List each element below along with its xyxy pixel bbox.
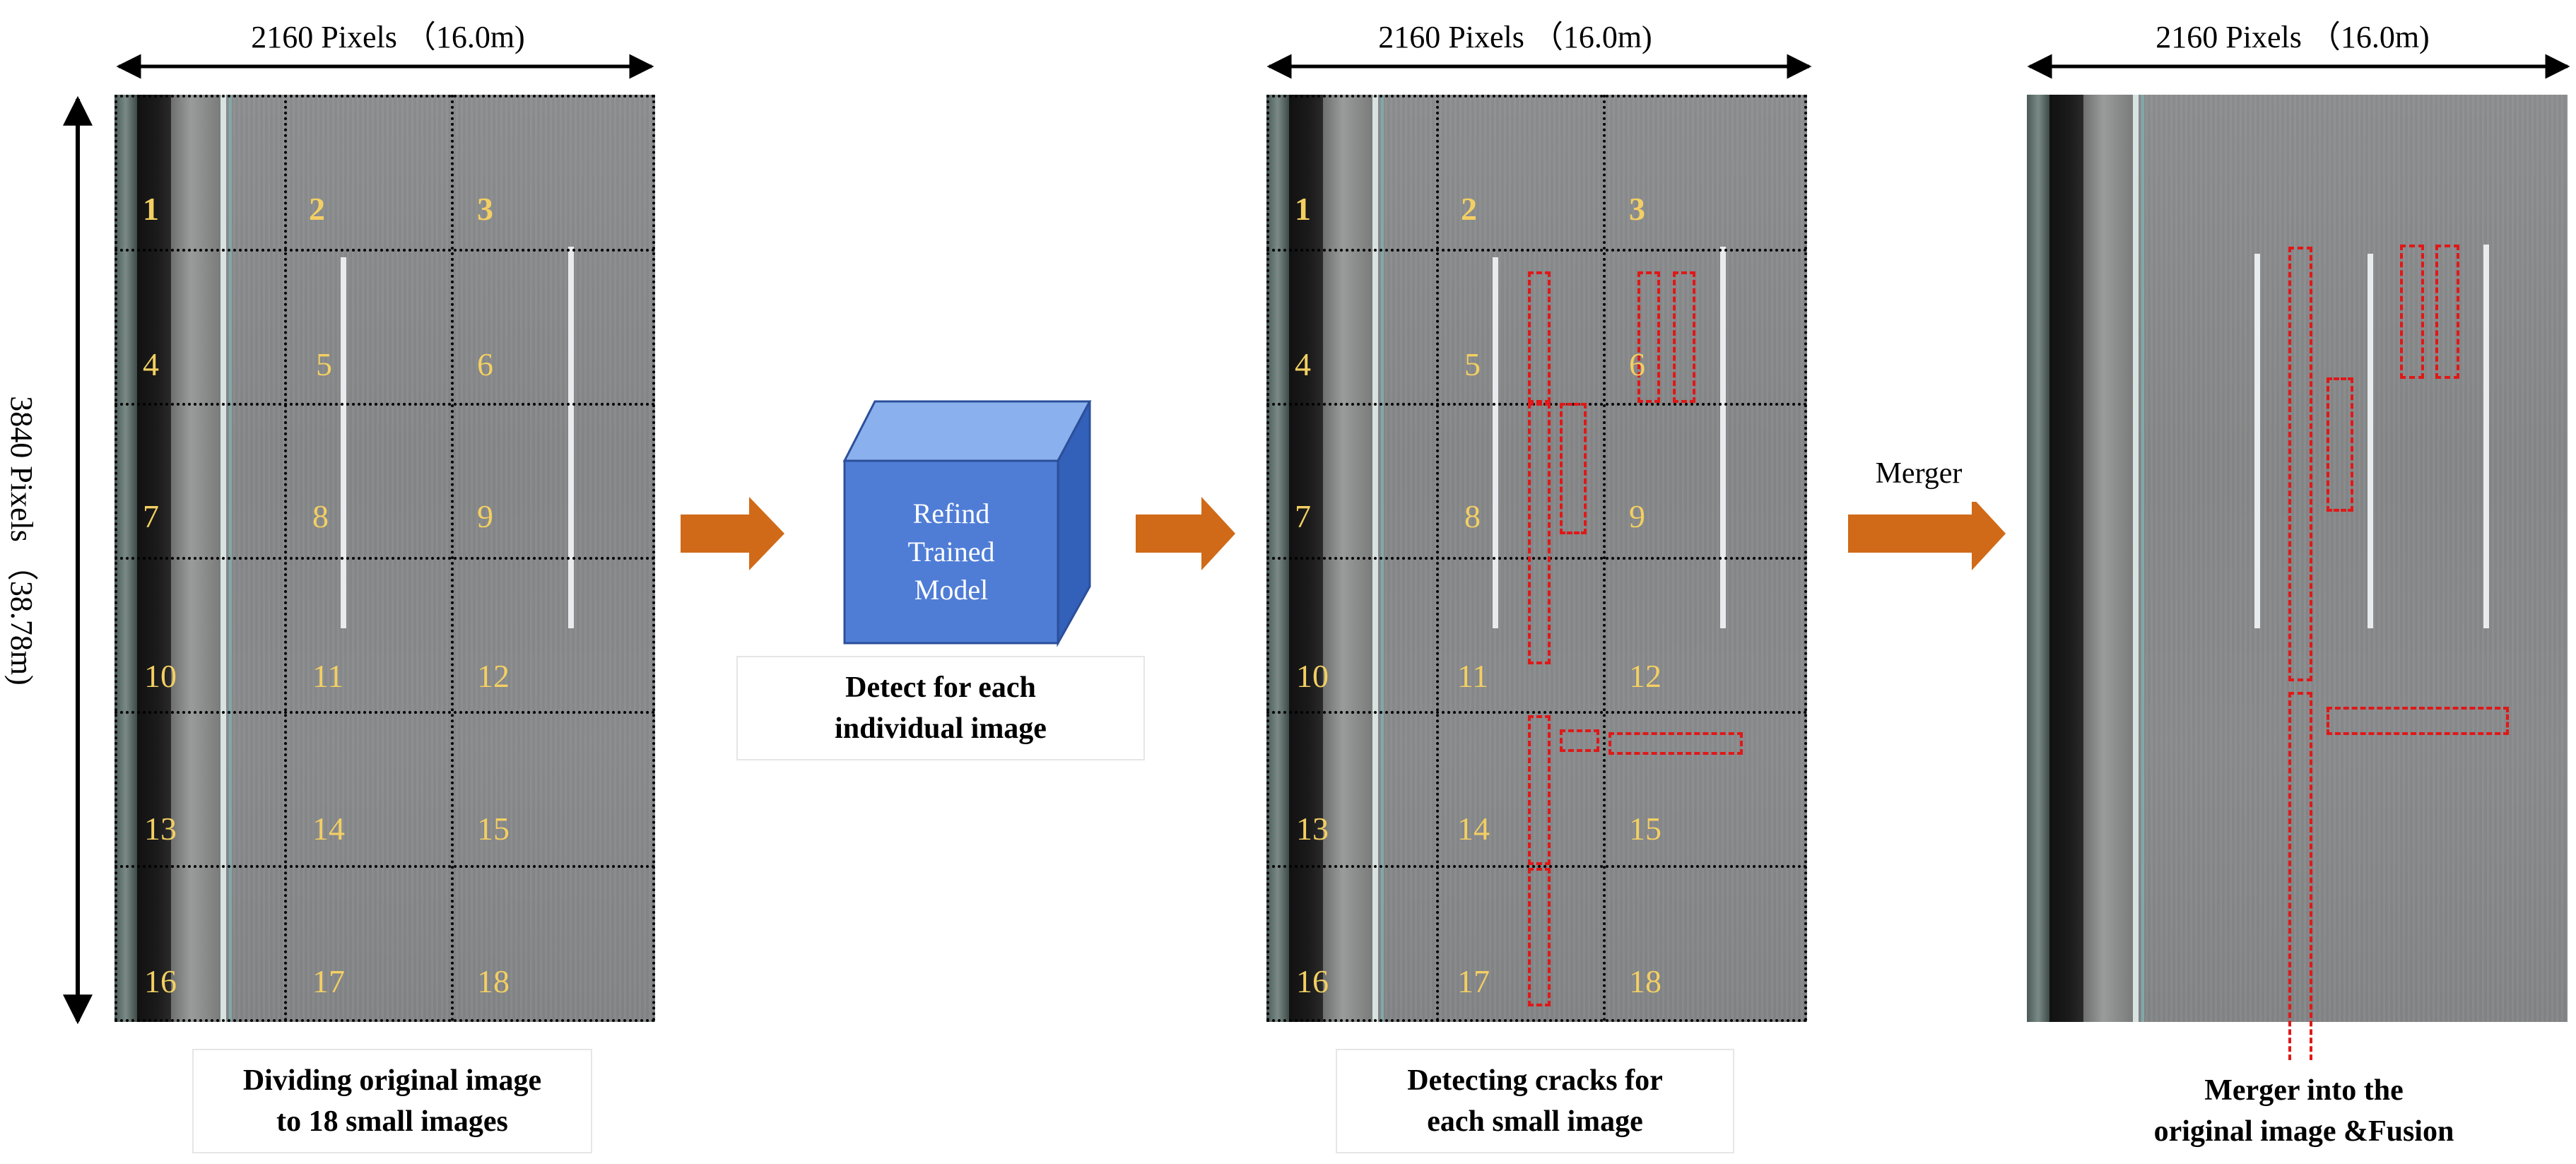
crack-box: [2288, 247, 2312, 681]
grid-number: 5: [316, 346, 332, 382]
grid-number: 13: [1296, 811, 1329, 847]
flow-arrow-right: [681, 497, 784, 570]
model-label-line: Trained: [907, 536, 995, 568]
grid-number: 3: [477, 191, 493, 227]
width-dimension-label: 2160 Pixels （16.0m): [2092, 6, 2493, 62]
merger-label: Merger: [1848, 445, 1989, 502]
grid-number: 12: [477, 658, 510, 694]
detected-tiles-panel: 1 2 3 4 5 6 7 8 9 10 11 12 13 14 15 16 1…: [1266, 95, 1807, 1022]
grid-number: 3: [1629, 191, 1645, 227]
grid-number: 14: [1457, 811, 1490, 847]
model-label: Refind Trained Model: [845, 495, 1058, 609]
grid-number: 18: [1629, 963, 1662, 999]
caption-line: Merger into the: [2204, 1074, 2404, 1107]
grid-number: 8: [312, 498, 329, 534]
caption-line: individual image: [835, 712, 1047, 745]
crack-box: [2400, 245, 2424, 379]
crack-box: [1560, 729, 1599, 752]
road-image-merged: [2027, 95, 2568, 1022]
caption-line: Dividing original image: [242, 1064, 542, 1097]
grid-number: 12: [1629, 658, 1662, 694]
crack-box: [2327, 377, 2353, 512]
grid-number: 6: [477, 346, 493, 382]
grid-number: 14: [312, 811, 345, 847]
caption-line: original image &Fusion: [2153, 1115, 2454, 1148]
flow-arrow-right: [1136, 497, 1235, 570]
caption-line: Detect for each: [845, 671, 1036, 704]
grid-number: 8: [1464, 498, 1481, 534]
grid-number: 1: [143, 191, 159, 227]
crack-box: [1608, 732, 1743, 755]
grid-number: 2: [1461, 191, 1477, 227]
grid-number: 15: [477, 811, 510, 847]
grid-number: 4: [143, 346, 159, 382]
flow-arrow-right: [1848, 497, 2006, 570]
grid-number: 7: [1295, 498, 1311, 534]
crack-box: [2435, 245, 2459, 379]
grid-number: 11: [1457, 658, 1489, 694]
model-label-line: Model: [914, 574, 989, 606]
grid-number: 7: [143, 498, 159, 534]
grid-number: 9: [477, 498, 493, 534]
crack-box: [1673, 271, 1695, 403]
model-label-line: Refind: [912, 498, 990, 529]
divided-image-panel: 1 2 3 4 5 6 7 8 9 10 11 12 13 14 15 16 1…: [114, 95, 655, 1022]
grid-number: 10: [144, 658, 177, 694]
grid-number: 18: [477, 963, 510, 999]
grid-number: 17: [312, 963, 345, 999]
width-dimension-label: 2160 Pixels （16.0m): [1315, 6, 1716, 62]
height-dimension-text: 3840 Pixels （38.78m): [4, 396, 39, 686]
crack-box: [2327, 707, 2509, 735]
fusion-caption: Merger into the original image &Fusion: [2106, 1060, 2502, 1162]
grid-number: 16: [1296, 963, 1329, 999]
caption-line: Detecting cracks for: [1407, 1064, 1663, 1097]
grid-number: 4: [1295, 346, 1311, 382]
grid-number: 9: [1629, 498, 1645, 534]
grid-number: 5: [1464, 346, 1481, 382]
grid-number: 6: [1629, 346, 1645, 382]
caption-line: each small image: [1427, 1105, 1643, 1138]
crack-box: [1637, 271, 1660, 403]
crack-box: [1528, 403, 1551, 664]
grid-number: 16: [144, 963, 177, 999]
caption-line: to 18 small images: [276, 1105, 508, 1138]
grid-number: 1: [1295, 191, 1311, 227]
merged-image-panel: [2027, 95, 2568, 1077]
crack-box: [1528, 715, 1551, 865]
detect-caption: Detect for each individual image: [736, 656, 1145, 760]
grid-number: 11: [312, 658, 344, 694]
grid-number: 10: [1296, 658, 1329, 694]
crack-box: [1560, 403, 1587, 534]
width-dimension-label: 2160 Pixels （16.0m): [187, 6, 589, 62]
grid-number: 17: [1457, 963, 1490, 999]
crack-box: [1528, 868, 1551, 1006]
height-dimension-label: 3840 Pixels （38.78m): [0, 300, 46, 781]
divide-caption: Dividing original image to 18 small imag…: [192, 1049, 592, 1153]
grid-number: 2: [309, 191, 325, 227]
model-cube-icon: [842, 400, 1092, 647]
cracks-caption: Detecting cracks for each small image: [1336, 1049, 1734, 1153]
crack-box: [1528, 271, 1551, 403]
grid-number: 15: [1629, 811, 1662, 847]
grid-number: 13: [144, 811, 177, 847]
